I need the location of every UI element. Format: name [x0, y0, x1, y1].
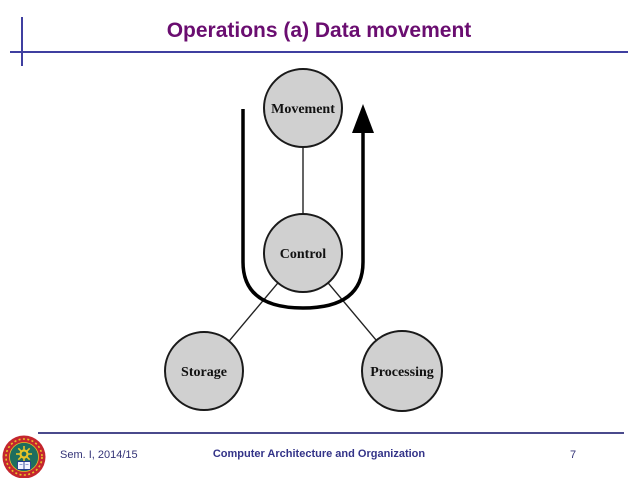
footer-rule [38, 432, 624, 434]
arrow-up-icon [352, 104, 374, 133]
edge-control-storage [228, 282, 279, 342]
page-title: Operations (a) Data movement [166, 19, 472, 42]
processing-circle [361, 330, 443, 412]
processing-label: Processing [370, 365, 434, 380]
university-logo-icon [2, 435, 46, 478]
node-control: Control [263, 213, 343, 293]
header-vertical-rule [21, 17, 23, 66]
footer-semester: Sem. I, 2014/15 [60, 449, 138, 461]
edge-control-processing [327, 282, 378, 342]
storage-circle [164, 331, 244, 411]
movement-circle [263, 68, 343, 148]
node-storage: Storage [164, 331, 244, 411]
page-number: 7 [570, 449, 577, 461]
footer-course-title: Computer Architecture and Organization [212, 448, 426, 460]
node-movement: Movement [263, 68, 343, 148]
storage-label: Storage [181, 365, 227, 380]
logo-sun-core [21, 451, 27, 457]
logo-ring-text [5, 438, 43, 476]
control-label: Control [280, 247, 327, 262]
node-processing: Processing [361, 330, 443, 412]
header-horizontal-rule [10, 51, 628, 53]
control-circle [263, 213, 343, 293]
data-path-arrow [241, 109, 365, 310]
movement-label: Movement [271, 102, 335, 117]
